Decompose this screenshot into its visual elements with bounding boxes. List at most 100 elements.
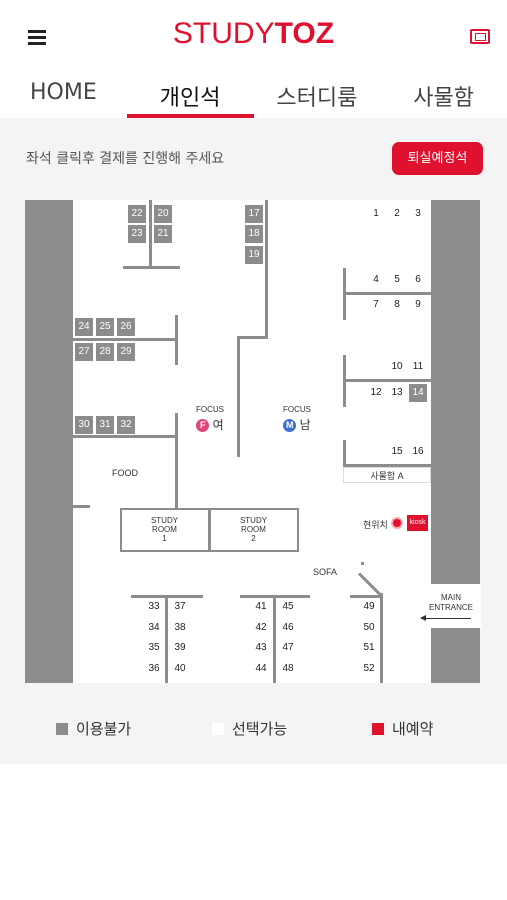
seat-36[interactable]: 36 [145,660,163,678]
seat-26: 26 [117,318,135,336]
seat-44[interactable]: 44 [252,660,270,678]
wall-line [73,435,178,438]
wall-line [361,562,364,565]
seat-12[interactable]: 12 [367,384,385,402]
seat-21: 21 [154,225,172,243]
study-room-1[interactable]: STUDY ROOM 1 [120,508,210,552]
wall-line [273,595,276,683]
seat-24: 24 [75,318,93,336]
seat-3[interactable]: 3 [409,205,427,223]
food-area-label: FOOD [112,468,138,478]
seat-18: 18 [245,225,263,243]
entrance-arrow-icon [421,618,471,619]
ticket-icon[interactable] [470,29,490,44]
app-header: STUDYTOZ [0,0,507,70]
seat-46[interactable]: 46 [279,619,297,637]
seat-11[interactable]: 11 [409,358,427,376]
seat-51[interactable]: 51 [360,639,378,657]
focus-female-title: FOCUS [196,405,224,414]
seat-22: 22 [128,205,146,223]
tab-bar: HOME 개인석 스터디룸 사물함 [0,70,507,118]
seat-23: 23 [128,225,146,243]
seat-4[interactable]: 4 [367,271,385,289]
seat-41[interactable]: 41 [252,598,270,616]
seat-25: 25 [96,318,114,336]
seat-27: 27 [75,343,93,361]
seat-45[interactable]: 45 [279,598,297,616]
wall-line [265,200,268,338]
seat-9[interactable]: 9 [409,296,427,314]
study-room-2-line2: ROOM [241,525,266,534]
focus-male-text: 남 [299,418,311,432]
seat-7[interactable]: 7 [367,296,385,314]
tab-study-room[interactable]: 스터디룸 [276,86,358,111]
seat-38[interactable]: 38 [171,619,189,637]
seat-28: 28 [96,343,114,361]
tab-locker[interactable]: 사물함 [413,86,474,111]
legend-unavailable-label: 이용불가 [76,720,132,738]
seat-35[interactable]: 35 [145,639,163,657]
seat-43[interactable]: 43 [252,639,270,657]
seat-52[interactable]: 52 [360,660,378,678]
seat-34[interactable]: 34 [145,619,163,637]
legend-unavailable: 이용불가 [56,718,131,739]
tab-personal-seat[interactable]: 개인석 [126,70,254,118]
kiosk-label[interactable]: kiosk [407,515,428,531]
seat-10[interactable]: 10 [388,358,406,376]
seat-37[interactable]: 37 [171,598,189,616]
tab-home[interactable]: HOME [30,80,97,105]
legend-available-label: 선택가능 [232,720,288,738]
wall-line [350,595,382,598]
focus-male-area: M 남 [274,416,320,433]
wall-line [343,379,431,382]
seat-15[interactable]: 15 [388,443,406,461]
seat-50[interactable]: 50 [360,619,378,637]
study-room-2-line1: STUDY [239,516,268,525]
locker-a-label: 사물함 A [343,467,431,483]
seat-39[interactable]: 39 [171,639,189,657]
unavailable-swatch-icon [56,723,68,735]
legend-mine: 내예약 [372,718,433,739]
sofa-area-label: SOFA [312,567,337,577]
mine-swatch-icon [372,723,384,735]
logo: STUDYTOZ [0,17,507,51]
hamburger-icon[interactable] [28,30,46,45]
exit-scheduled-button[interactable]: 퇴실예정석 [392,142,483,175]
current-location-label: 현위치 [363,520,388,530]
focus-female-area: F 여 [187,416,233,433]
seat-8[interactable]: 8 [388,296,406,314]
seat-47[interactable]: 47 [279,639,297,657]
seat-48[interactable]: 48 [279,660,297,678]
seat-49[interactable]: 49 [360,598,378,616]
legend-available: 선택가능 [212,718,287,739]
wall-line [343,292,431,295]
study-room-1-line1: STUDY [150,516,179,525]
seat-16[interactable]: 16 [409,443,427,461]
study-room-2[interactable]: STUDY ROOM 2 [209,508,299,552]
seat-40[interactable]: 40 [171,660,189,678]
seat-13[interactable]: 13 [388,384,406,402]
seat-5[interactable]: 5 [388,271,406,289]
seat-14: 14 [409,384,427,402]
main-entrance: MAIN ENTRANCE [420,584,481,628]
logo-study: STUDY [172,17,275,50]
seat-6[interactable]: 6 [409,271,427,289]
seat-20: 20 [154,205,172,223]
seat-33[interactable]: 33 [145,598,163,616]
entrance-arrowhead-icon [420,615,426,621]
focus-male-title: FOCUS [283,405,311,414]
male-icon: M [283,419,297,433]
wall-line [73,338,178,341]
wall-line [343,464,431,467]
logo-toz: TOZ [274,17,335,50]
wall-line [165,595,168,683]
main-entrance-line2: ENTRANCE [428,603,473,612]
female-icon: F [196,419,210,433]
wall-line [380,593,383,683]
study-room-1-line2: ROOM [152,525,177,534]
seat-42[interactable]: 42 [252,619,270,637]
study-room-1-num: 1 [162,534,167,543]
seat-2[interactable]: 2 [388,205,406,223]
wall-line [73,505,90,508]
seat-1[interactable]: 1 [367,205,385,223]
